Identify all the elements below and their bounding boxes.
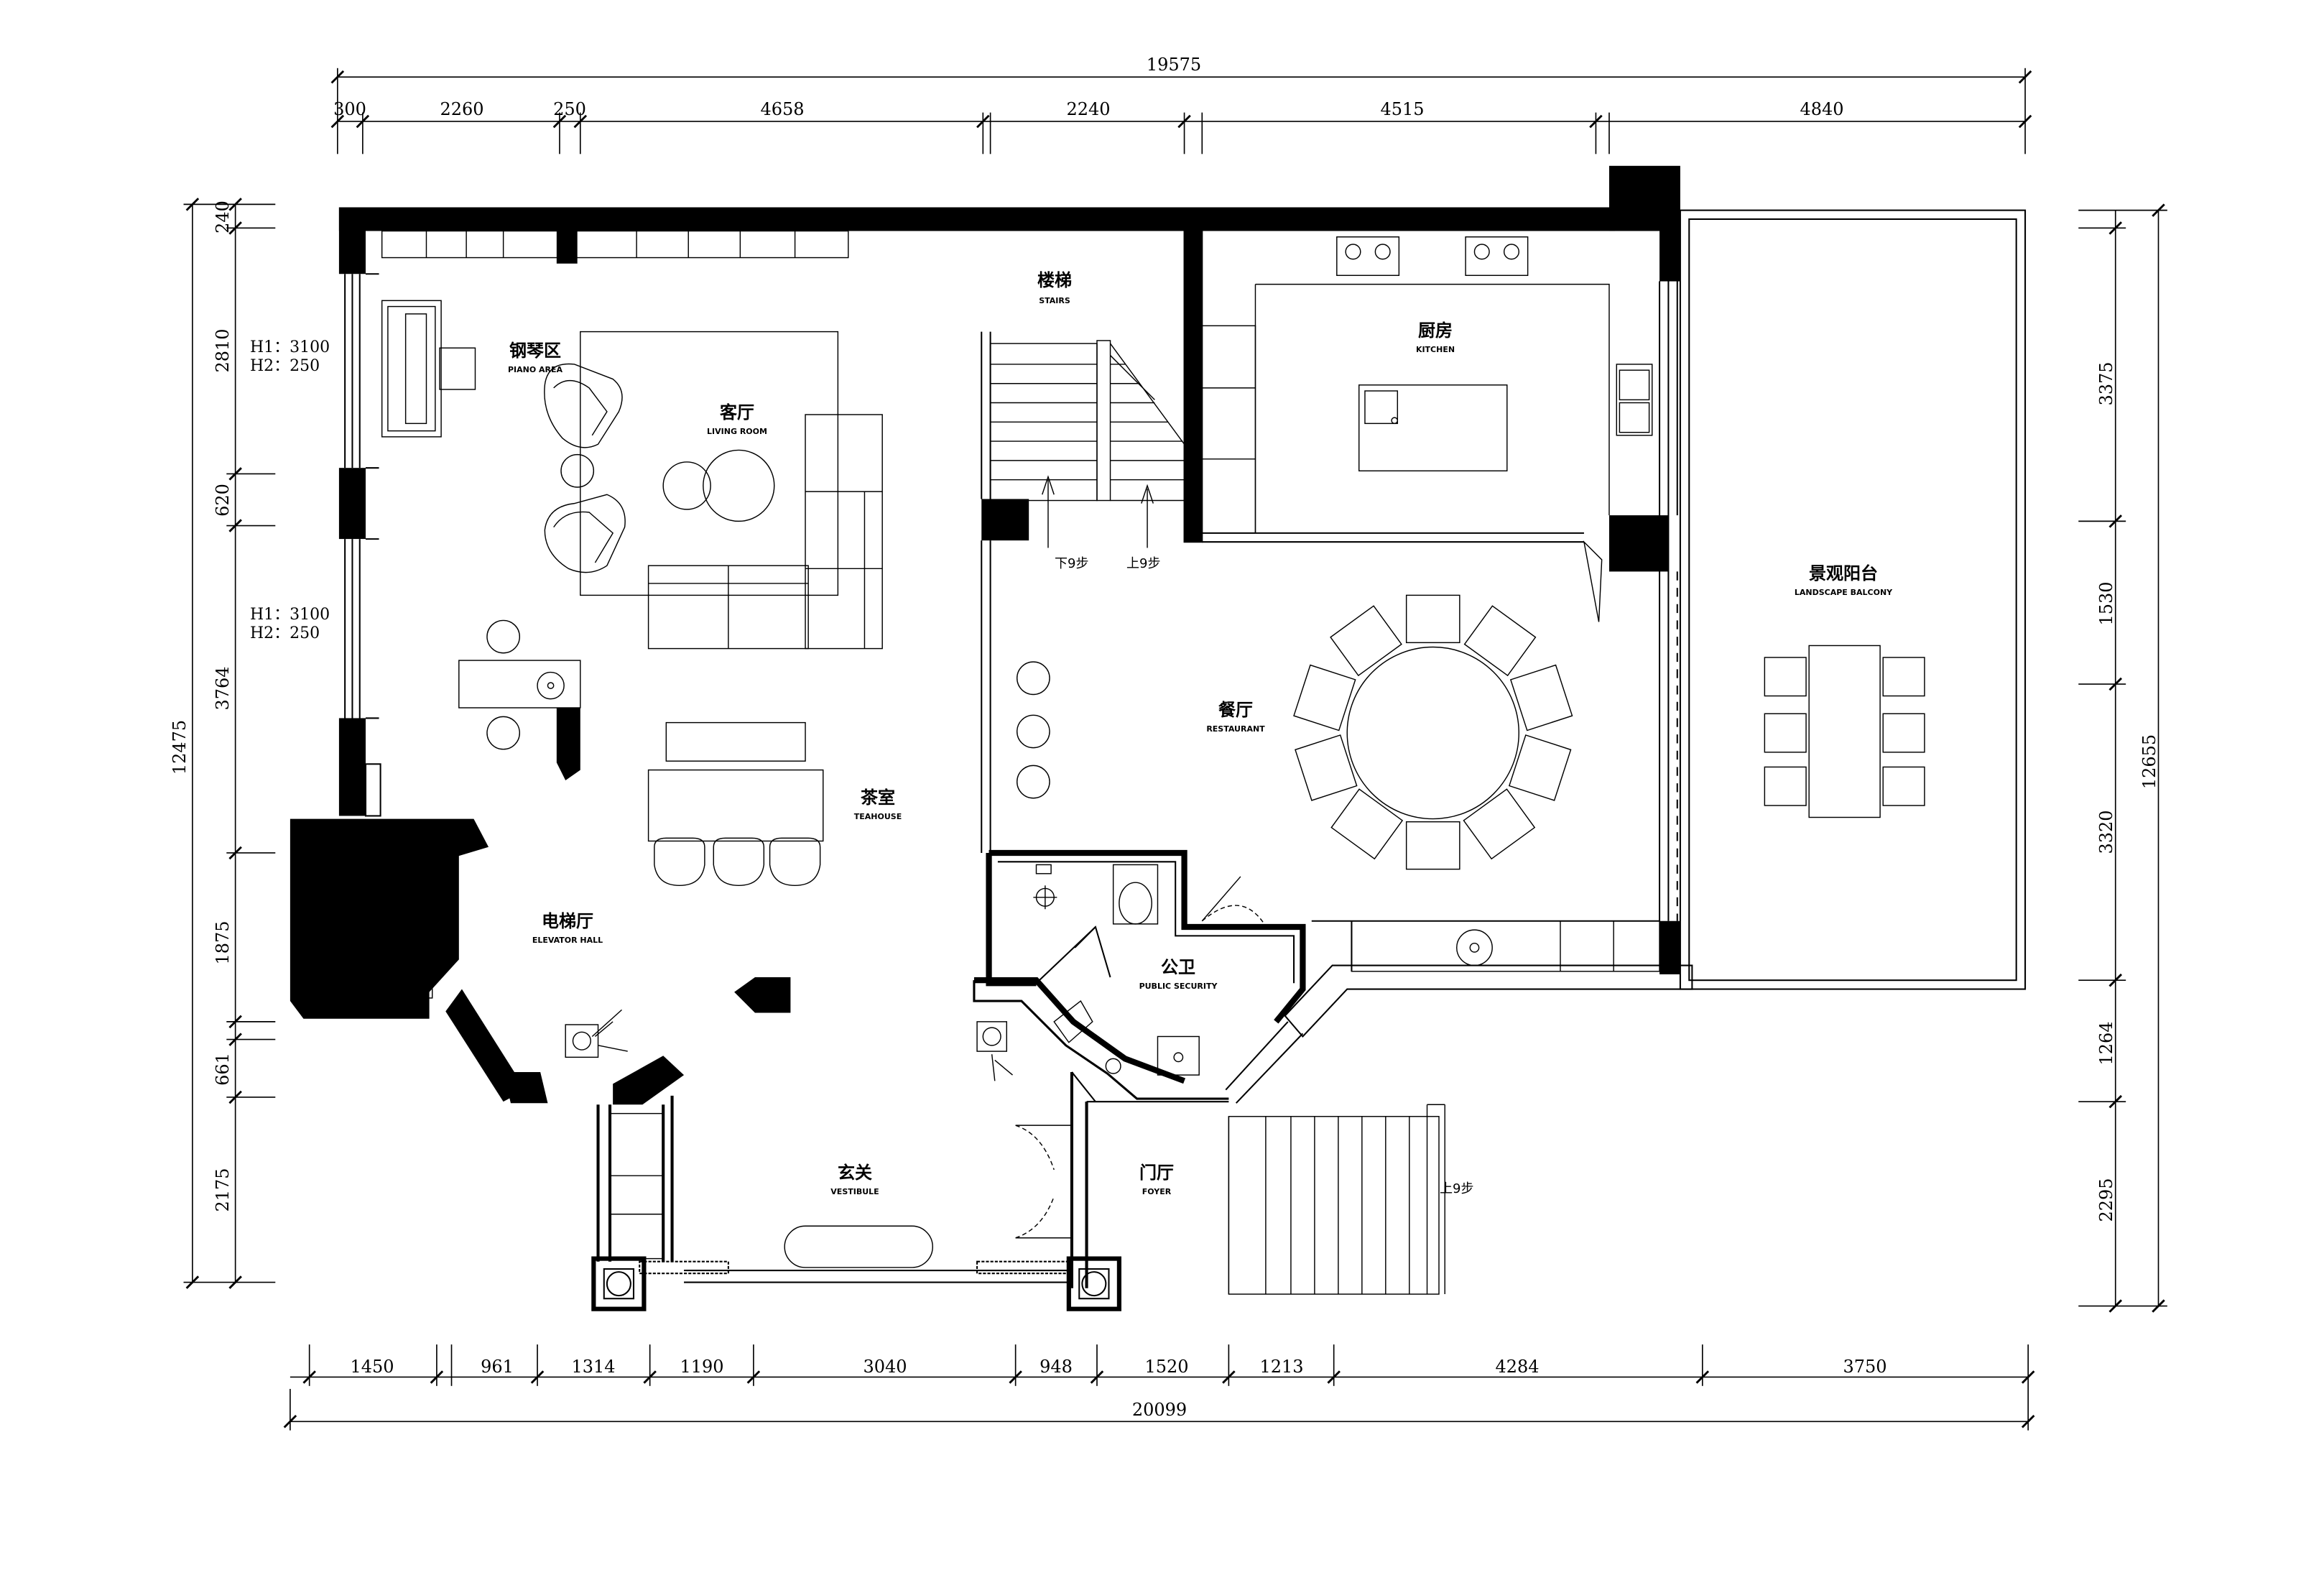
dim-left-total: 12475 [170, 720, 190, 775]
room-balcony-en: LANDSCAPE BALCONY [1795, 588, 1893, 597]
dim-top-3: 250 [553, 99, 586, 119]
dim-left-4: 3764 [213, 666, 233, 710]
dim-right-total: 12655 [2139, 734, 2159, 789]
walls [290, 165, 1680, 1105]
dim-right-5: 2295 [2096, 1178, 2116, 1222]
dimension-right [2078, 203, 2167, 1313]
room-labels: 钢琴区 PIANO AREA 客厅 LIVING ROOM 楼梯 STAIRS … [508, 270, 1893, 1196]
room-security-en: PUBLIC SECURITY [1139, 982, 1218, 991]
dim-top-1: 300 [333, 99, 366, 119]
dimension-labels: 19575 300 2260 250 4658 2240 4515 4840 1… [170, 55, 2159, 1420]
room-stairs-en: STAIRS [1039, 296, 1070, 305]
room-restaurant-zh: 餐厅 [1218, 700, 1253, 720]
room-elevator-en: ELEVATOR HALL [532, 936, 603, 945]
dim-bottom-6: 948 [1040, 1357, 1073, 1377]
dim-left-7: 2175 [213, 1168, 233, 1211]
dim-top-4: 4658 [760, 99, 804, 119]
dim-bottom-9: 4284 [1495, 1357, 1539, 1377]
dim-left-6: 661 [213, 1053, 233, 1086]
window-note-2-h1: H1：3100 [250, 606, 330, 624]
dim-bottom-5: 3040 [863, 1357, 907, 1377]
dim-left-5: 1875 [213, 920, 233, 964]
room-balcony-zh: 景观阳台 [1809, 563, 1878, 583]
room-foyer-zh: 门厅 [1139, 1163, 1174, 1183]
room-stairs-zh: 楼梯 [1037, 270, 1072, 290]
stair-notes: 下9步 上9步 上9步 [1055, 556, 1473, 1196]
dim-right-3: 3320 [2096, 810, 2116, 854]
window-note-1-h2: H2：250 [250, 357, 320, 375]
room-restaurant-en: RESTAURANT [1206, 724, 1265, 734]
dim-top-total: 19575 [1147, 55, 1201, 75]
room-living-en: LIVING ROOM [707, 427, 767, 436]
dim-top-7: 4840 [1800, 99, 1843, 119]
dim-bottom-total: 20099 [1132, 1400, 1187, 1420]
dimension-left [183, 198, 276, 1289]
outline-walls [344, 209, 2027, 1311]
stair-note-up: 上9步 [1126, 556, 1160, 571]
room-vestibule-zh: 玄关 [838, 1163, 872, 1183]
dim-left-3: 620 [213, 484, 233, 517]
room-kitchen-zh: 厨房 [1418, 320, 1453, 341]
dim-bottom-10: 3750 [1843, 1357, 1886, 1377]
dim-top-6: 4515 [1380, 99, 1424, 119]
dim-left-1: 240 [213, 200, 233, 234]
dim-right-2: 1530 [2096, 581, 2116, 625]
dim-bottom-4: 1190 [680, 1357, 723, 1377]
stair-note-down: 下9步 [1055, 556, 1088, 571]
dim-top-5: 2240 [1066, 99, 1110, 119]
dim-top-2: 2260 [440, 99, 483, 119]
dimension-bottom [283, 1344, 2035, 1431]
room-elevator-zh: 电梯厅 [542, 911, 593, 931]
dim-bottom-2: 961 [481, 1357, 514, 1377]
window-note-2-h2: H2：250 [250, 624, 320, 642]
dimension-top [330, 68, 2032, 154]
room-teahouse-zh: 茶室 [861, 788, 895, 808]
dim-right-4: 1264 [2096, 1021, 2116, 1065]
window-note-1-h1: H1：3100 [250, 338, 330, 356]
dim-left-2: 2810 [213, 328, 233, 372]
dim-bottom-7: 1520 [1144, 1357, 1188, 1377]
dim-bottom-8: 1213 [1259, 1357, 1303, 1377]
room-teahouse-en: TEAHOUSE [854, 812, 902, 821]
room-piano-en: PIANO AREA [508, 365, 563, 374]
room-piano-zh: 钢琴区 [509, 341, 561, 361]
dim-right-1: 3375 [2096, 361, 2116, 405]
dim-bottom-1: 1450 [350, 1357, 394, 1377]
entry-stair-note-up: 上9步 [1440, 1181, 1473, 1196]
room-kitchen-en: KITCHEN [1416, 345, 1455, 354]
furniture [310, 230, 1925, 1295]
room-living-zh: 客厅 [720, 402, 754, 423]
room-security-zh: 公卫 [1161, 957, 1195, 977]
room-vestibule-en: VESTIBULE [830, 1187, 879, 1196]
dim-bottom-3: 1314 [571, 1357, 615, 1377]
window-notes: H1：3100 H2：250 H1：3100 H2：250 [250, 338, 330, 642]
room-foyer-en: FOYER [1142, 1187, 1172, 1196]
